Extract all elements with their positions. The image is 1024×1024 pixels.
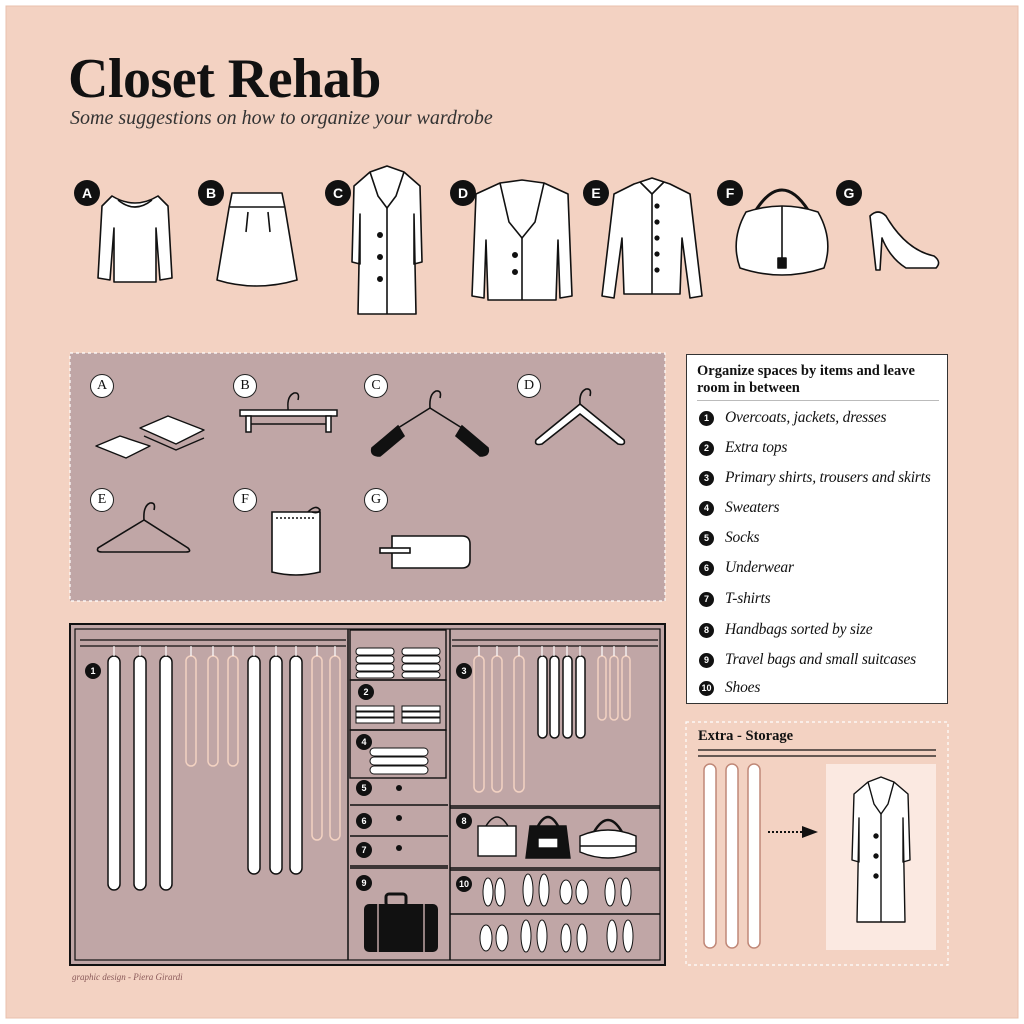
- legend-label: Underwear: [725, 559, 794, 576]
- legend-number: 8: [699, 622, 714, 638]
- legend-item: 4 Sweaters: [699, 497, 780, 519]
- blouse-icon: [97, 195, 173, 283]
- label-tag-icon: [379, 535, 471, 569]
- skirt-icon: [216, 192, 298, 287]
- wooden-hanger-icon: [534, 388, 626, 446]
- tissue-paper-icon: [95, 415, 205, 459]
- legend-panel: Organize spaces by items and leave room …: [686, 354, 948, 704]
- legend-divider: [697, 400, 939, 401]
- legend-label: Extra tops: [725, 439, 788, 456]
- legend-number: 6: [699, 560, 714, 576]
- legend-item: 8 Handbags sorted by size: [699, 619, 873, 641]
- design-credit: graphic design - Piera Girardi: [72, 972, 183, 982]
- handbags-shelf: [477, 815, 637, 859]
- garment-badge-b: B: [198, 180, 224, 206]
- tool-letter-e: E: [90, 488, 114, 512]
- garment-badge-d: D: [450, 180, 476, 206]
- legend-label: Primary shirts, trousers and skirts: [725, 469, 931, 486]
- legend-number: 5: [699, 530, 714, 546]
- tool-letter-b: B: [233, 374, 257, 398]
- closet-badge-2: 2: [358, 684, 374, 700]
- garment-badge-e: E: [583, 180, 609, 206]
- legend-number: 1: [699, 410, 714, 426]
- legend-item: 1 Overcoats, jackets, dresses: [699, 407, 887, 429]
- blazer-icon: [471, 179, 573, 301]
- middle-shelves: [349, 629, 448, 869]
- legend-label: Handbags sorted by size: [725, 621, 873, 638]
- high-heel-shoe-icon: [869, 211, 940, 271]
- closet-badge-10: 10: [456, 876, 472, 892]
- long-coat-icon: [351, 165, 423, 315]
- legend-number: 7: [699, 591, 714, 607]
- hanging-garments-section-1: [107, 646, 341, 891]
- legend-item: 6 Underwear: [699, 557, 794, 579]
- tool-letter-a: A: [90, 374, 114, 398]
- tool-letter-g: G: [364, 488, 388, 512]
- legend-number: 4: [699, 500, 714, 516]
- legend-number: 9: [699, 652, 714, 668]
- legend-label: Sweaters: [725, 499, 780, 516]
- page-title: Closet Rehab: [68, 48, 381, 110]
- handbag-icon: [735, 188, 829, 276]
- legend-item: 5 Socks: [699, 527, 759, 549]
- page-subtitle: Some suggestions on how to organize your…: [70, 107, 493, 129]
- legend-label: T-shirts: [725, 590, 771, 607]
- slim-hanger-icon: [96, 502, 191, 553]
- suitcase-icon: [364, 892, 438, 952]
- legend-item: 2 Extra tops: [699, 437, 787, 459]
- tool-letter-d: D: [517, 374, 541, 398]
- tool-letter-f: F: [233, 488, 257, 512]
- garment-badge-c: C: [325, 180, 351, 206]
- closet-badge-8: 8: [456, 813, 472, 829]
- legend-item: 10 Shoes: [699, 677, 760, 699]
- closet-badge-7: 7: [356, 842, 372, 858]
- shirt-icon: [601, 177, 703, 299]
- closet-badge-6: 6: [356, 813, 372, 829]
- hanging-garment-icon: [703, 763, 761, 949]
- legend-label: Shoes: [725, 679, 761, 696]
- drawstring-bag-icon: [271, 506, 321, 576]
- legend-item: 7 T-shirts: [699, 588, 771, 610]
- legend-number: 10: [699, 680, 714, 696]
- closet-badge-9: 9: [356, 875, 372, 891]
- garment-badge-f: F: [717, 180, 743, 206]
- legend-item: 3 Primary shirts, trousers and skirts: [699, 467, 931, 489]
- legend-number: 3: [699, 470, 714, 486]
- legend-title: Organize spaces by items and leave room …: [697, 363, 915, 396]
- legend-label: Socks: [725, 529, 760, 546]
- stored-coat-icon: [851, 776, 911, 923]
- folded-tops: [355, 647, 441, 775]
- legend-number: 2: [699, 440, 714, 456]
- tool-letter-c: C: [364, 374, 388, 398]
- legend-label: Overcoats, jackets, dresses: [725, 409, 887, 426]
- extra-storage-title: Extra - Storage: [698, 728, 794, 744]
- legend-label: Travel bags and small suitcases: [725, 651, 917, 668]
- arrow-right-icon: [768, 826, 818, 838]
- closet-badge-4: 4: [356, 734, 372, 750]
- clip-hanger-icon: [239, 392, 338, 433]
- garment-badge-g: G: [836, 180, 862, 206]
- padded-hanger-icon: [370, 390, 490, 457]
- drawer-knobs: [396, 785, 402, 851]
- closet-badge-1: 1: [85, 663, 101, 679]
- garment-badge-a: A: [74, 180, 100, 206]
- hanging-garments-section-3: [473, 646, 631, 793]
- shoes-shelf: [479, 873, 634, 953]
- closet-badge-3: 3: [456, 663, 472, 679]
- right-shelves: [450, 805, 660, 915]
- closet-badge-5: 5: [356, 780, 372, 796]
- legend-item: 9 Travel bags and small suitcases: [699, 649, 916, 671]
